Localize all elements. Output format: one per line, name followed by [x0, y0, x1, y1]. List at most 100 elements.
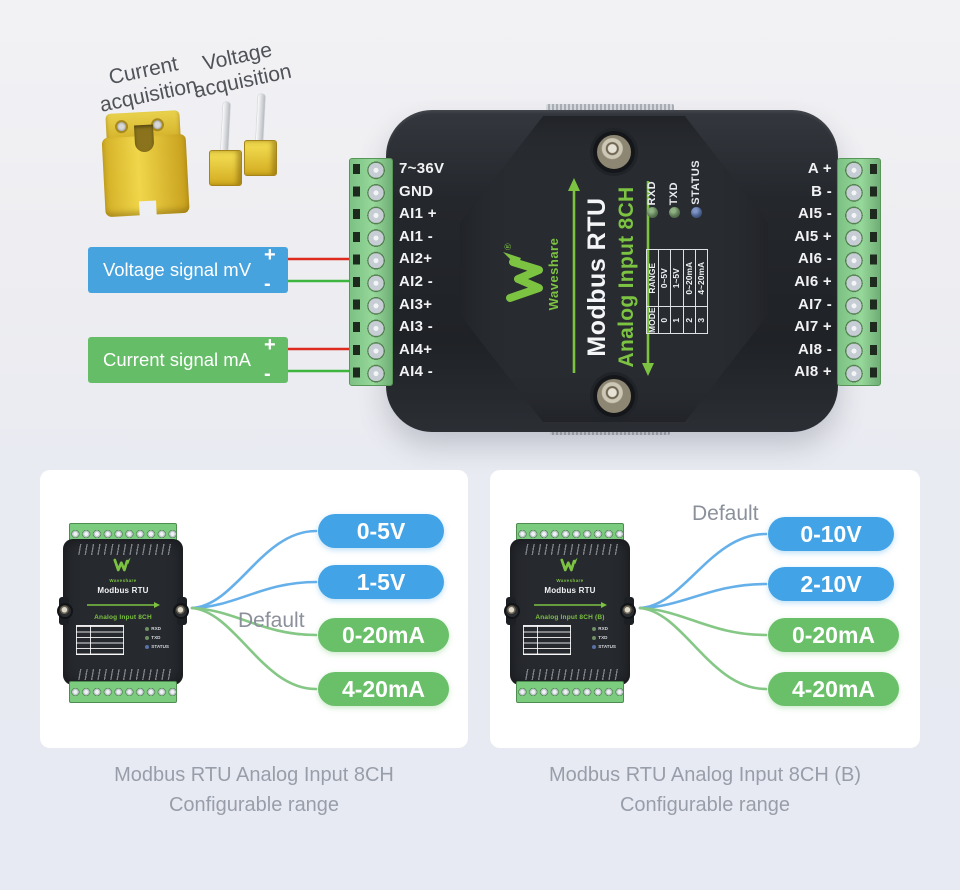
minus-label: - [264, 363, 271, 385]
mini-device-body: Waveshare Modbus RTU Analog Input 8CH RX… [63, 539, 183, 685]
led-status-label: STATUS [598, 644, 616, 649]
pin-header-base [209, 150, 242, 186]
led-txd: TXD [668, 162, 682, 218]
connector-line [638, 532, 768, 610]
mini-screw [506, 605, 518, 617]
led-txd-label: TXD [151, 635, 161, 640]
range-header: RANGE [646, 249, 659, 307]
wiring-lines [288, 257, 357, 373]
pin-label: B - [811, 182, 832, 200]
pin-label: AI7 + [794, 318, 832, 336]
connector-line [638, 606, 768, 637]
din-rail-serration [546, 104, 674, 115]
led-rxd-label: RXD [598, 626, 608, 631]
arrow-icon [534, 602, 607, 608]
range-connector-lines [190, 529, 318, 691]
waveshare-logo-icon: ® [503, 243, 543, 302]
mini-screw [59, 605, 71, 617]
brand-name: Waveshare [556, 578, 584, 583]
pin-label: AI1 + [399, 205, 437, 223]
range-cell: 0~5V [658, 249, 671, 307]
range-card-a: Waveshare Modbus RTU Analog Input 8CH RX… [40, 470, 468, 748]
mini-leds: RXD TXD STATUS [144, 625, 169, 655]
plus-label: + [264, 334, 276, 356]
mode-cell: 0 [658, 307, 671, 334]
mode-range-table: MODE RANGE 0 0~5V 1 1~5V 2 0~20mA 3 4~20… [646, 249, 709, 334]
brand-name: Waveshare [109, 578, 137, 583]
right-pin-labels: A + B - AI5 - AI5 + AI6 - AI6 + AI7 - AI… [740, 158, 832, 384]
terminal-contacts [353, 164, 360, 380]
device-title: Modbus RTU [583, 197, 611, 357]
led-txd-label: TXD [598, 635, 608, 640]
arrow-icon [87, 602, 160, 608]
mini-device-photo: Waveshare Modbus RTU Analog Input 8CH RX… [59, 523, 187, 703]
range-pill-3: 4-20mA [318, 672, 449, 706]
led-status-label: STATUS [151, 644, 169, 649]
mode-range-mini-table [523, 625, 571, 655]
connector-line [638, 582, 768, 610]
mini-device-photo: Waveshare Modbus RTU Analog Input 8CH (B… [506, 523, 634, 703]
led-dot [691, 207, 702, 218]
pin-label: AI2+ [399, 250, 433, 268]
connector-line [190, 580, 318, 610]
led-rxd: RXD [646, 162, 660, 218]
range-cell: 1~5V [670, 249, 684, 307]
arrow-up-icon [568, 178, 580, 373]
range-pill-2: 0-20mA [768, 618, 899, 652]
mini-terminal-block [69, 681, 177, 703]
left-terminal-block [349, 158, 393, 386]
pin-label: AI8 - [797, 340, 832, 358]
range-pill-0: 0-10V [768, 517, 894, 551]
mini-device-title: Modbus RTU [544, 586, 596, 595]
minus-label: - [264, 273, 271, 295]
pin-label: AI7 - [797, 295, 832, 313]
led-dot [647, 207, 658, 218]
range-pill-1: 2-10V [768, 567, 894, 601]
range-pill-3: 4-20mA [768, 672, 899, 706]
registered-mark: ® [503, 243, 513, 250]
pin-label: AI5 + [794, 227, 832, 245]
mini-pin-labels [522, 669, 618, 680]
current-signal-label: Current signal mA [102, 349, 252, 370]
voltage-signal-label: Voltage signal mV [102, 259, 252, 280]
led-txd-label: TXD [668, 181, 680, 205]
led-rxd-label: RXD [151, 626, 161, 631]
connector-line [190, 606, 318, 637]
led-rxd-label: RXD [646, 180, 658, 205]
device-subtitle: Analog Input 8CH [615, 186, 638, 368]
default-label: Default [692, 502, 759, 525]
range-pill-1: 1-5V [318, 565, 444, 599]
card-caption-a: Modbus RTU Analog Input 8CH Configurable… [40, 760, 468, 820]
mode-cell: 1 [670, 307, 684, 334]
mini-pin-labels [75, 669, 171, 680]
mini-pin-labels [522, 544, 618, 555]
pin-label: AI8 + [794, 363, 832, 381]
mini-pin-labels [75, 544, 171, 555]
connector-line [190, 606, 318, 691]
pin-label: A + [807, 160, 832, 177]
default-label: Default [238, 609, 305, 632]
mode-header: MODE [646, 307, 659, 334]
pin-label: AI6 + [794, 272, 832, 290]
pin-label: AI1 - [399, 227, 434, 245]
range-cell: 4~20mA [695, 249, 708, 307]
screw-bottom [593, 375, 635, 417]
right-terminal-block [837, 158, 881, 386]
range-cell: 0~20mA [683, 249, 696, 307]
terminal-contacts [870, 164, 877, 380]
range-connector-lines [638, 532, 768, 691]
current-signal-box: Current signal mA + - [88, 334, 288, 385]
caption-line-2: Configurable range [619, 794, 791, 816]
pin-label: AI2 - [399, 272, 434, 290]
mode-cell: 2 [683, 307, 696, 334]
mini-screw [175, 605, 187, 617]
connector-line [190, 529, 318, 610]
pin-label: AI5 - [797, 205, 832, 223]
waveshare-logo-icon [113, 557, 131, 572]
left-pin-labels: 7~36V GND AI1 + AI1 - AI2+ AI2 - AI3+ AI… [399, 158, 491, 384]
connector-line [638, 606, 768, 691]
mini-device-body: Waveshare Modbus RTU Analog Input 8CH (B… [510, 539, 630, 685]
pin-headers-image [204, 92, 288, 188]
card-caption-b: Modbus RTU Analog Input 8CH (B) Configur… [490, 760, 920, 820]
